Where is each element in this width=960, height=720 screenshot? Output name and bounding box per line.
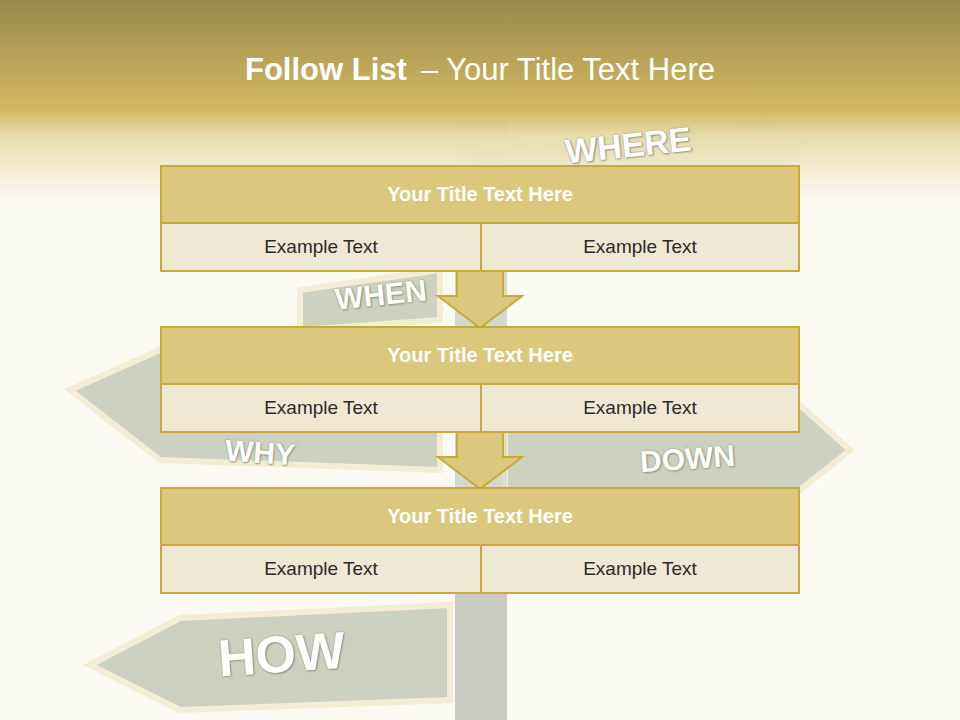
title-text: Follow List — [245, 52, 407, 88]
header-text: Your Title Text Here — [387, 344, 573, 367]
box-header: Your Title Text Here — [162, 328, 798, 383]
sign-word: DOWN — [639, 439, 736, 480]
box-header: Your Title Text Here — [162, 167, 798, 222]
cell-text: Example Text — [583, 236, 697, 258]
header-text: Your Title Text Here — [387, 505, 573, 528]
cell-text: Example Text — [264, 558, 378, 580]
sign-word: WHY — [224, 434, 296, 473]
list-box: Your Title Text HereExample Text Example … — [160, 487, 800, 594]
list-cell: Example Text — [480, 544, 798, 592]
list-box: Your Title Text HereExample Text Example … — [160, 165, 800, 272]
block-arrow — [438, 270, 522, 328]
cell-text: Example Text — [264, 236, 378, 258]
list-cell: Example Text — [480, 383, 798, 431]
sign-boards — [70, 118, 850, 710]
header-text: Your Title Text Here — [387, 183, 573, 206]
list-cell: Example Text — [480, 222, 798, 270]
cell-text: Example Text — [583, 558, 697, 580]
title-row: Follow List – Your Title Text Here — [0, 52, 960, 88]
list-cell: Example Text — [162, 383, 480, 431]
list-cell: Example Text — [162, 544, 480, 592]
sign-word: HOW — [216, 620, 347, 689]
block-arrow — [438, 431, 522, 489]
pole-clamp — [455, 590, 507, 720]
title-subtext: – Your Title Text Here — [421, 52, 715, 88]
list-cell: Example Text — [162, 222, 480, 270]
box-header: Your Title Text Here — [162, 489, 798, 544]
cell-text: Example Text — [583, 397, 697, 419]
cell-text: Example Text — [264, 397, 378, 419]
list-box: Your Title Text HereExample Text Example … — [160, 326, 800, 433]
